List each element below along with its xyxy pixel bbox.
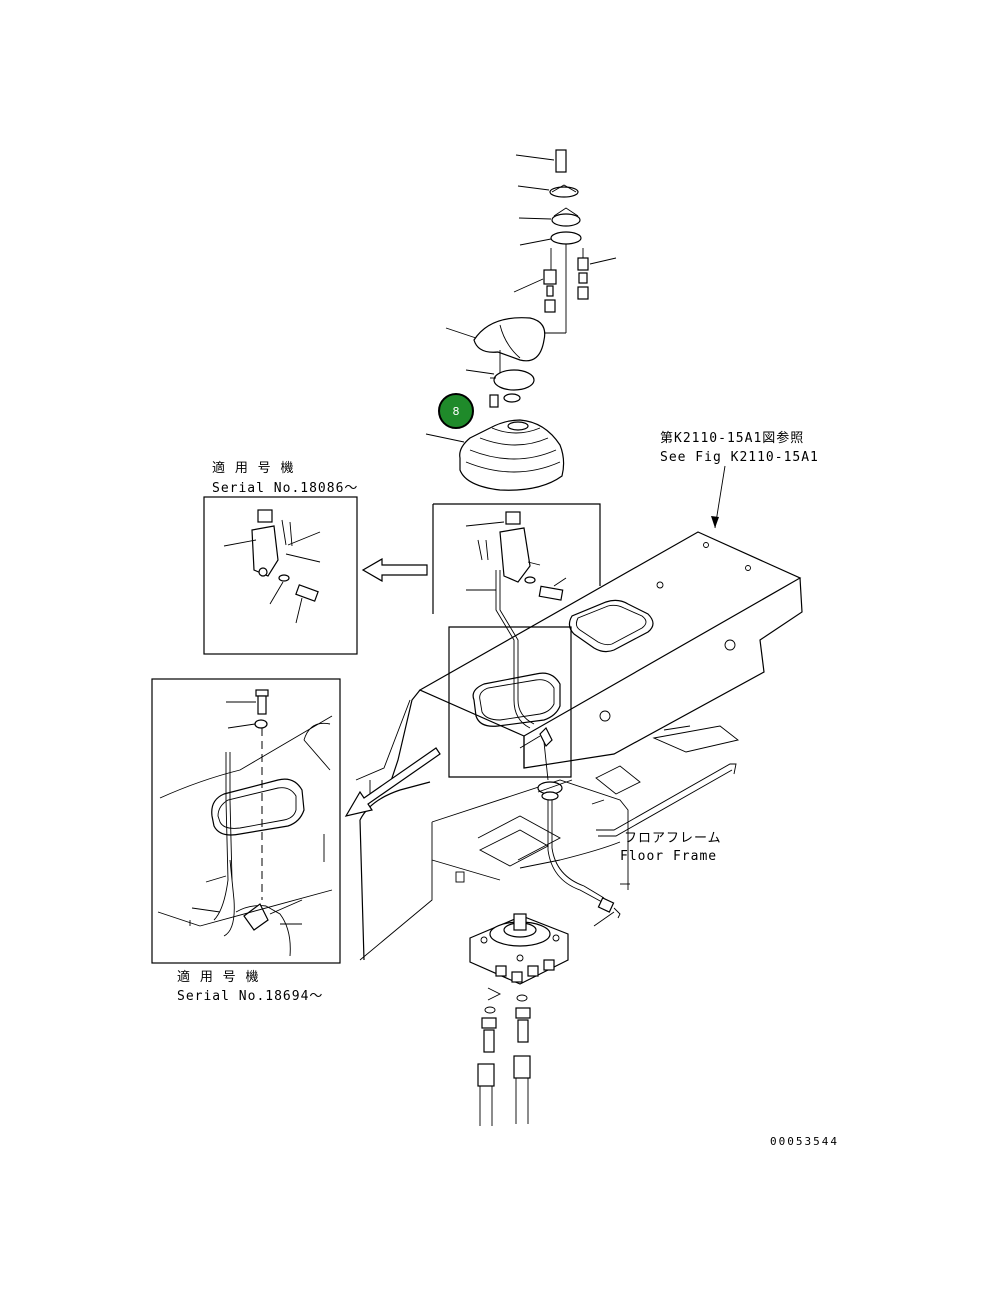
cable-routing (519, 763, 737, 927)
see-fig-label-jp: 第K2110-15A1図参照 (660, 430, 804, 446)
serial-bottom-jp: 適 用 号 機 (177, 969, 259, 985)
callout-number: 8 (453, 405, 460, 418)
inset-frame-detail (157, 689, 333, 957)
valve-box (432, 503, 601, 729)
pilot-valve-assembly (469, 913, 569, 1126)
inset-box-serial-18694 (151, 678, 341, 964)
floor-frame-jp: フロアフレーム (624, 831, 722, 846)
floor-frame-en: Floor Frame (620, 849, 717, 864)
lever-knob-stack (425, 149, 617, 491)
arrow-down-left-icon (344, 747, 441, 817)
opening-detail-box (448, 626, 572, 781)
inset-box-serial-18086 (203, 496, 358, 655)
callout-marker[interactable]: 8 (438, 393, 474, 429)
serial-bottom-en: Serial No.18694～ (177, 989, 323, 1004)
see-fig-label-en: See Fig K2110-15A1 (660, 450, 819, 465)
arrow-left-icon (361, 557, 428, 583)
drawing-number: 00053544 (770, 1135, 839, 1148)
serial-top-jp: 適 用 号 機 (212, 460, 294, 476)
serial-top-en: Serial No.18086～ (212, 481, 358, 496)
frame-body (355, 531, 803, 961)
inset-valve-detail (223, 509, 321, 624)
